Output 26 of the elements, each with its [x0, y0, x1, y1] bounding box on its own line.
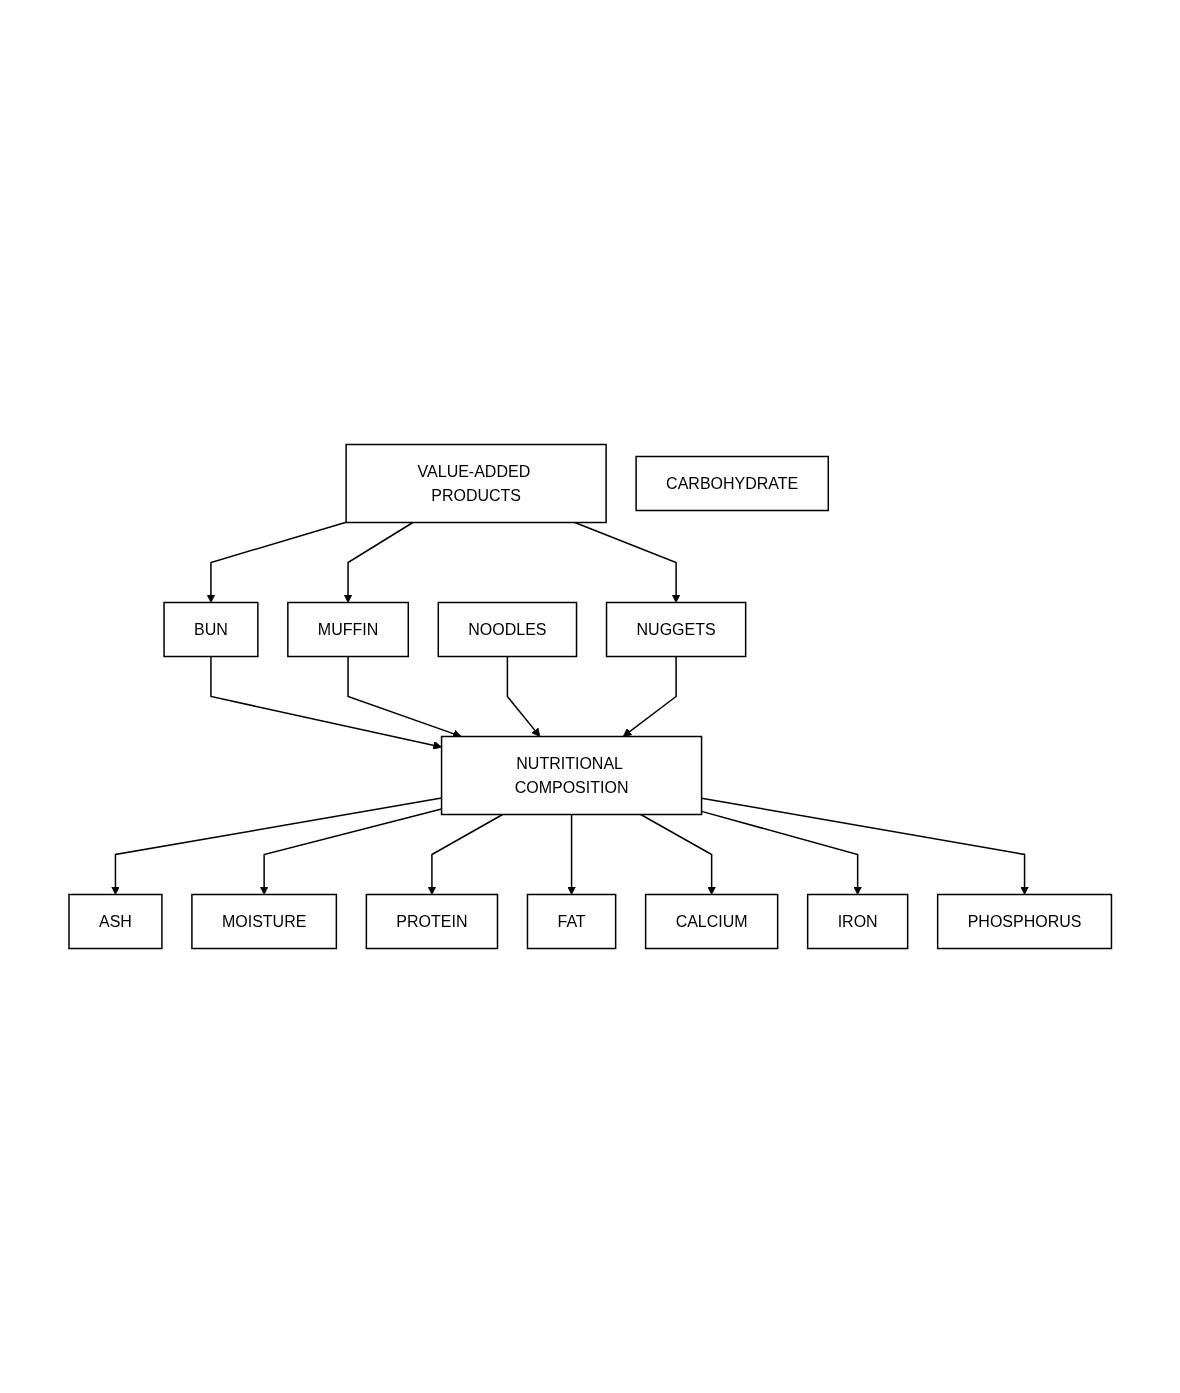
- arrow: [427, 813, 504, 895]
- node-box: IRON: [806, 893, 909, 950]
- node-box: PROTEIN: [365, 893, 498, 950]
- node-box: CALCIUM: [644, 893, 779, 950]
- node-box: ASH: [68, 893, 163, 950]
- node-box: BUN: [163, 601, 259, 658]
- node-box: VALUE-ADDED PRODUCTS: [345, 443, 607, 524]
- node-box: MUFFIN: [286, 601, 409, 658]
- node-box: FAT: [526, 893, 617, 950]
- node-box: NUGGETS: [605, 601, 747, 658]
- node-box: NOODLES: [437, 601, 578, 658]
- arrow: [506, 655, 541, 737]
- node-box: CARBOHYDRATE: [635, 455, 829, 512]
- node-box: PHOSPHORUS: [936, 893, 1112, 950]
- arrow: [343, 521, 414, 603]
- arrow: [206, 521, 347, 603]
- arrow: [209, 655, 442, 750]
- arrow: [700, 797, 1029, 895]
- arrow: [622, 655, 677, 737]
- node-box: NUTRITIONAL COMPOSITION: [440, 735, 703, 816]
- arrow: [573, 521, 681, 603]
- arrow: [347, 655, 462, 738]
- arrow: [639, 813, 716, 895]
- node-box: MOISTURE: [190, 893, 337, 950]
- arrow: [700, 810, 862, 895]
- arrow: [566, 813, 576, 895]
